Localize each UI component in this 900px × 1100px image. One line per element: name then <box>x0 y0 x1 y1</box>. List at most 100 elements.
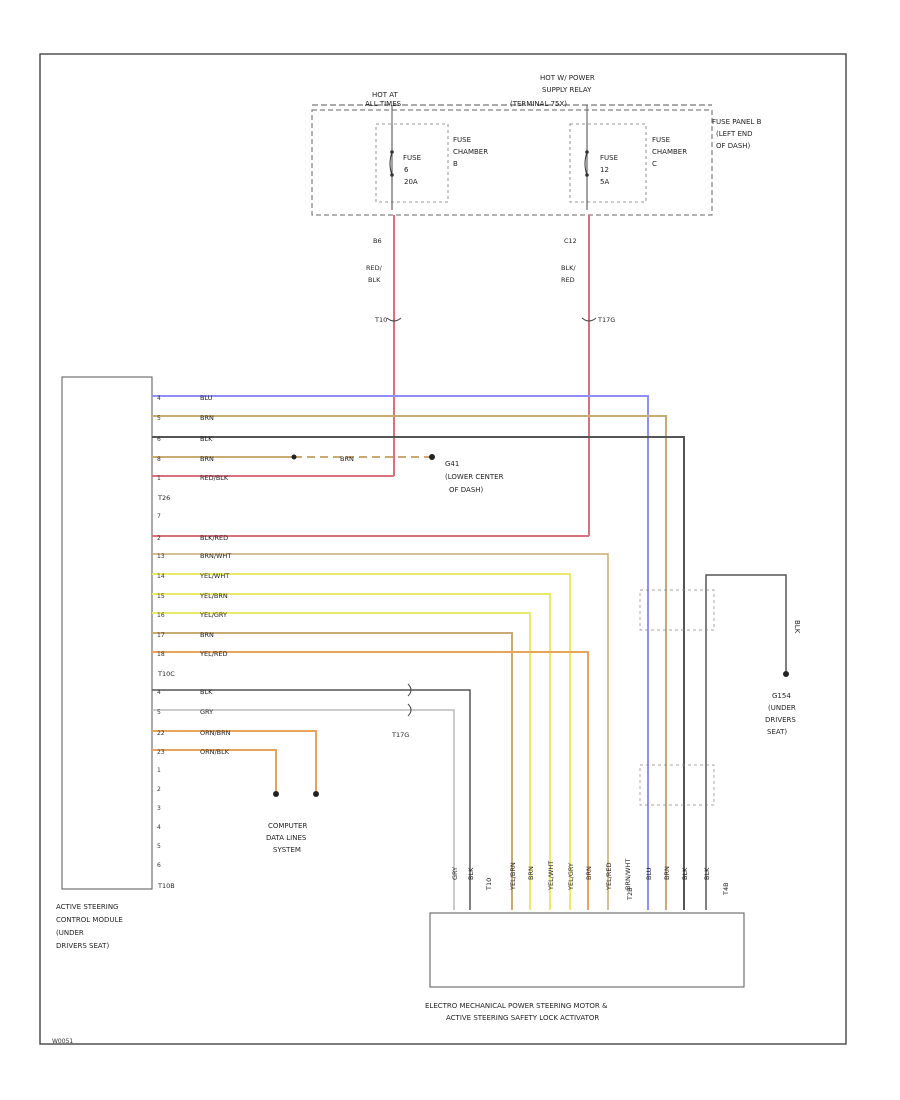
fuse2-chamber-label-1: FUSE <box>652 136 670 144</box>
wire-label-orn-brn: ORN/BRN <box>200 729 231 737</box>
wire-label-blk-red: BLK/RED <box>200 534 228 542</box>
computer-data-lines-label-2: DATA LINES <box>266 834 307 842</box>
data-line-point-1 <box>273 791 279 797</box>
module-pin-2: 2 <box>157 786 161 793</box>
wire-brn-2 <box>152 632 513 910</box>
act-label-blk-3: BLK <box>703 867 711 880</box>
module-label-4: DRIVERS SEAT) <box>56 942 109 950</box>
wire-label-brn-2: BRN <box>200 631 214 639</box>
fuse1-label-3: 20A <box>404 178 418 186</box>
module-pin-6: 6 <box>157 862 161 869</box>
conn-t10c-label: T10C <box>157 670 175 678</box>
ground-g41-label-3: OF DASH) <box>449 486 484 494</box>
fuse-panel-box <box>311 109 713 216</box>
ground-g41-point <box>429 454 435 460</box>
wire-label-brn-wht: BRN/WHT <box>200 552 231 560</box>
wire-label-blu: BLU <box>200 394 213 402</box>
module-label-2: CONTROL MODULE <box>56 916 123 924</box>
module-label-3: (UNDER <box>56 929 84 937</box>
conn-t10-label: T10 <box>374 316 387 324</box>
hot-power-supply-label-3: (TERMINAL 75X) <box>510 100 567 108</box>
conn-t10-symbol <box>386 317 402 322</box>
fuse2-chamber-label-2: CHAMBER <box>652 148 687 156</box>
connector-t4b-lower <box>639 764 715 806</box>
pin-blu: 4 <box>157 395 161 402</box>
actuator-box <box>429 912 745 988</box>
act-label-brn-2: BRN <box>585 866 593 880</box>
wire-gry <box>152 709 455 910</box>
pin-gry: 5 <box>157 709 161 716</box>
ground-g154-label-4: SEAT) <box>767 728 787 736</box>
pin-blk-red: 2 <box>157 535 161 542</box>
conn-t26-label: T26 <box>157 494 170 502</box>
wire-yel-wht <box>152 573 571 910</box>
active-steering-module-box <box>61 376 153 890</box>
fuse1-label-2: 6 <box>404 166 409 174</box>
pin-7: 7 <box>157 513 161 520</box>
ground-g154-label-2: (UNDER <box>768 704 796 712</box>
act-conn-t10: T10 <box>485 878 493 891</box>
hot-power-supply-label-1: HOT W/ POWER <box>540 74 595 82</box>
splice-point <box>291 454 297 460</box>
module-pin-3: 3 <box>157 805 161 812</box>
wire-yel-red <box>152 651 589 910</box>
fuse-panel-label-2: (LEFT END <box>716 130 753 138</box>
wire-label-orn-blk: ORN/BLK <box>200 748 230 756</box>
wire-blk-2 <box>152 689 471 910</box>
pin-yel-gry: 16 <box>157 612 165 619</box>
act-label-yel-wht: YEL/WHT <box>547 861 555 891</box>
fuse-panel-label-3: OF DASH) <box>716 142 751 150</box>
actuator-label-2: ACTIVE STEERING SAFETY LOCK ACTIVATOR <box>446 1014 599 1022</box>
fuse-panel-label-1: FUSE PANEL B <box>712 118 762 126</box>
wire-label-brn-ground: BRN <box>200 455 214 463</box>
ground-g154-label-3: DRIVERS <box>765 716 796 724</box>
computer-data-lines-label-3: SYSTEM <box>273 846 301 854</box>
wire-red-blk-label-1: RED/ <box>366 264 383 272</box>
act-label-yel-red: YEL/RED <box>605 862 613 891</box>
wire-label-yel-brn: YEL/BRN <box>199 592 228 600</box>
wire-label-blk-ground: BLK <box>793 620 801 634</box>
wire-orn-blk <box>152 749 277 792</box>
conn-t17g-symbol <box>581 317 597 322</box>
fuse1-label-1: FUSE <box>403 154 421 162</box>
act-label-brn: BRN <box>527 866 535 880</box>
wire-label-brn-1: BRN <box>200 414 214 422</box>
footer-id: W0051 <box>52 1038 73 1045</box>
pin-brn-ground: 8 <box>157 456 161 463</box>
conn-t17g-lower-1 <box>407 683 412 697</box>
fuse2-label-1: FUSE <box>600 154 618 162</box>
wire-label-blk-2: BLK <box>200 688 213 696</box>
wire-label-blk-1: BLK <box>200 435 213 443</box>
actuator-label-1: ELECTRO MECHANICAL POWER STEERING MOTOR … <box>425 1002 608 1010</box>
fuse2-chamber-label-3: C <box>652 160 657 168</box>
pin-orn-blk: 23 <box>157 749 165 756</box>
wire-label-yel-wht: YEL/WHT <box>199 572 229 580</box>
wire-label-red-blk: RED/BLK <box>200 474 229 482</box>
act-label-gry: GRY <box>451 867 459 880</box>
conn-t10b-label: T10B <box>157 882 175 890</box>
wire-label-yel-gry: YEL/GRY <box>199 611 227 619</box>
wire-ground-g154 <box>705 574 787 910</box>
act-label-blu: BLU <box>645 867 653 880</box>
module-pin-5: 5 <box>157 843 161 850</box>
pin-orn-brn: 22 <box>157 730 165 737</box>
conn-t17g-lower-2 <box>407 703 412 717</box>
fuse1-pin-label: B6 <box>373 237 382 245</box>
pin-blk-1: 6 <box>157 436 161 443</box>
pin-red-blk: 1 <box>157 475 161 482</box>
act-label-blk-2: BLK <box>681 867 689 880</box>
fuse1-chamber-label-3: B <box>453 160 458 168</box>
hot-at-all-times-label-2: ALL TIMES <box>365 100 402 108</box>
module-pin-4: 4 <box>157 824 161 831</box>
pin-blk-2: 4 <box>157 689 161 696</box>
fuse-chamber-c-box <box>569 123 647 203</box>
wires-group <box>152 395 789 910</box>
pin-brn-1: 5 <box>157 415 161 422</box>
conn-t17g-lower-label: T17G <box>391 731 409 739</box>
wire-blk-red-label-1: BLK/ <box>561 264 576 272</box>
pin-yel-brn: 15 <box>157 593 165 600</box>
fuse-12-symbol <box>584 124 589 210</box>
wire-label-gry: GRY <box>200 708 213 716</box>
fuse2-label-3: 5A <box>600 178 609 186</box>
